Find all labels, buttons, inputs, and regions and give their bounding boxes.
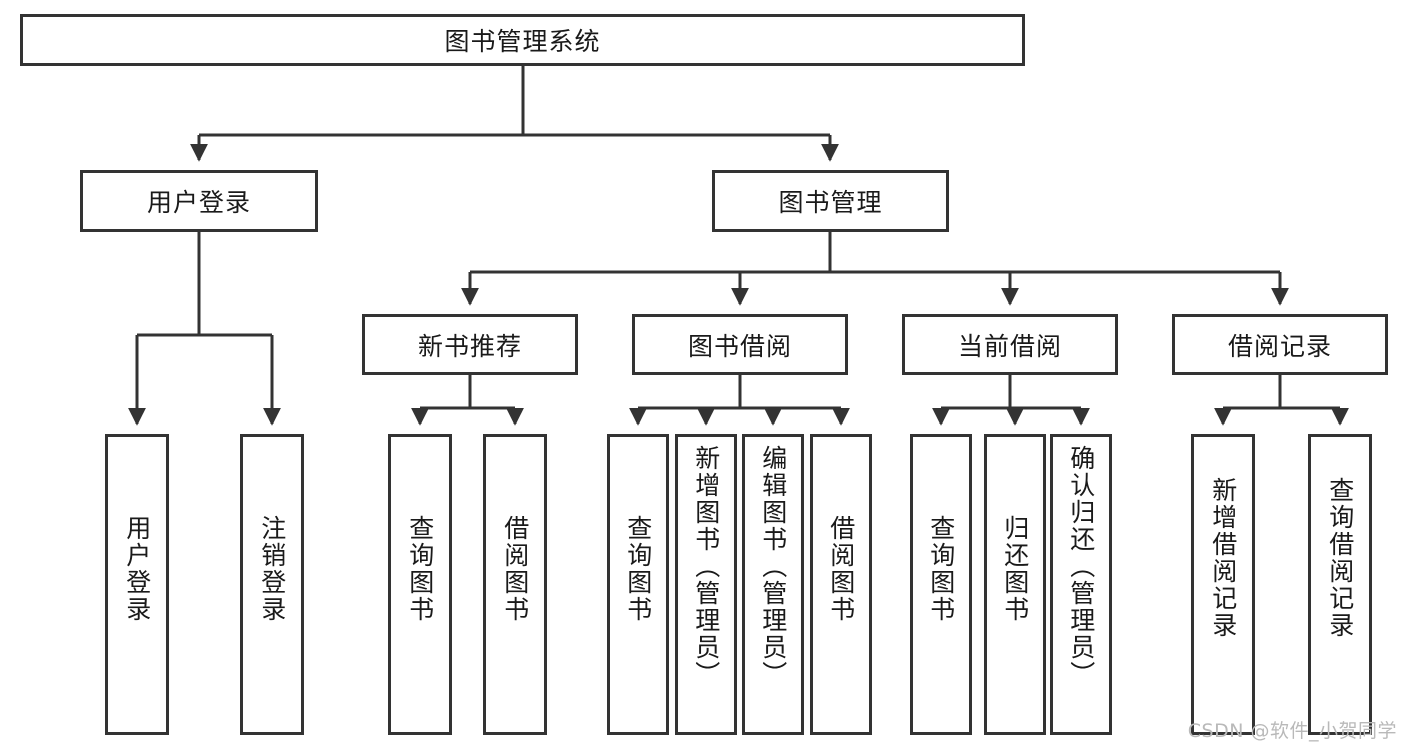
node-label: 图书管理系统 bbox=[444, 27, 601, 56]
node-user-login[interactable]: 用户登录 bbox=[80, 170, 318, 232]
leaf-query-books-recommend[interactable]: 查询图书 bbox=[388, 434, 452, 735]
node-label: 借阅记录 bbox=[1227, 331, 1332, 361]
leaf-label: 借阅图书 bbox=[826, 515, 856, 623]
leaf-label: 用户登录 bbox=[122, 515, 152, 623]
node-label: 当前借阅 bbox=[957, 331, 1062, 361]
node-label: 新书推荐 bbox=[417, 331, 522, 361]
leaf-label: 查询借阅记录 bbox=[1325, 477, 1355, 639]
leaf-user-login[interactable]: 用户登录 bbox=[105, 434, 169, 735]
leaf-label: 查询图书 bbox=[623, 515, 653, 623]
leaf-label: 借阅图书 bbox=[500, 515, 530, 623]
leaf-query-books-current[interactable]: 查询图书 bbox=[910, 434, 972, 735]
leaf-label: 确认归还（管理员） bbox=[1066, 445, 1096, 688]
leaf-logout[interactable]: 注销登录 bbox=[240, 434, 304, 735]
node-book-management-system[interactable]: 图书管理系统 bbox=[20, 14, 1025, 66]
leaf-label: 新增图书（管理员） bbox=[691, 445, 721, 688]
leaf-label: 归还图书 bbox=[1000, 515, 1030, 623]
leaf-confirm-return-admin[interactable]: 确认归还（管理员） bbox=[1050, 434, 1112, 735]
leaf-label: 新增借阅记录 bbox=[1208, 477, 1238, 639]
leaf-query-books-borrow[interactable]: 查询图书 bbox=[607, 434, 669, 735]
node-book-borrow[interactable]: 图书借阅 bbox=[632, 314, 848, 375]
node-new-book-recommend[interactable]: 新书推荐 bbox=[362, 314, 578, 375]
leaf-label: 查询图书 bbox=[926, 515, 956, 623]
leaf-edit-book-admin[interactable]: 编辑图书（管理员） bbox=[742, 434, 804, 735]
leaf-add-book-admin[interactable]: 新增图书（管理员） bbox=[675, 434, 737, 735]
node-label: 图书管理 bbox=[778, 188, 883, 217]
leaf-query-borrow-record[interactable]: 查询借阅记录 bbox=[1308, 434, 1372, 735]
node-book-management[interactable]: 图书管理 bbox=[712, 170, 949, 232]
leaf-borrow-books-recommend[interactable]: 借阅图书 bbox=[483, 434, 547, 735]
watermark: CSDN @软件_小贺同学 bbox=[1187, 720, 1397, 742]
leaf-label: 查询图书 bbox=[405, 515, 435, 623]
leaf-label: 注销登录 bbox=[257, 515, 287, 623]
leaf-return-book[interactable]: 归还图书 bbox=[984, 434, 1046, 735]
node-borrow-records[interactable]: 借阅记录 bbox=[1172, 314, 1388, 375]
leaf-borrow-book[interactable]: 借阅图书 bbox=[810, 434, 872, 735]
leaf-add-borrow-record[interactable]: 新增借阅记录 bbox=[1191, 434, 1255, 735]
node-label: 图书借阅 bbox=[687, 331, 792, 361]
leaf-label: 编辑图书（管理员） bbox=[758, 445, 788, 688]
node-label: 用户登录 bbox=[146, 188, 251, 217]
node-current-borrow[interactable]: 当前借阅 bbox=[902, 314, 1118, 375]
